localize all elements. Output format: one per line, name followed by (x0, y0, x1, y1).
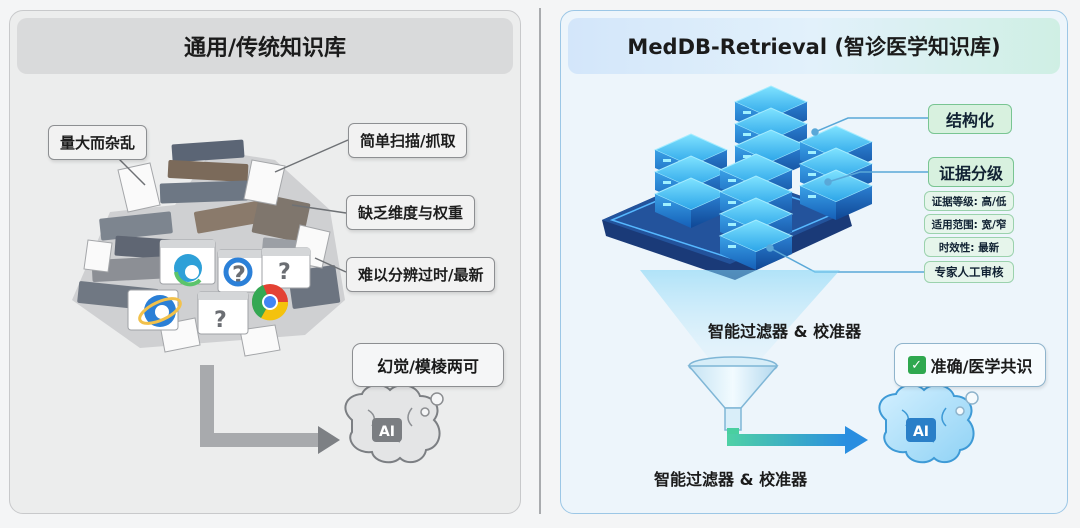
tag-messy-volume: 量大而杂乱 (48, 125, 148, 160)
tag-cannot-tell-outdated: 难以分辨过时/最新 (346, 257, 496, 292)
tag-structured: 结构化 (928, 104, 1012, 134)
hallucination-thought-bubble: 幻觉/模棱两可 (352, 343, 504, 387)
hallucination-text: 幻觉/模棱两可 (377, 357, 479, 376)
svg-text:?: ? (278, 260, 291, 285)
database-cube (718, 219, 794, 270)
light-beam (640, 270, 840, 360)
right-arrow (727, 426, 868, 454)
left-brain-ai-label: AI (379, 424, 395, 440)
bottom-filter-calibrator-label: 智能过滤器 & 校准器 (654, 470, 808, 489)
left-panel-title: 通用/传统知识库 (17, 18, 513, 74)
accurate-text: 准确/医学共识 (930, 357, 1033, 376)
right-panel-title: MedDB-Retrieval (智诊医学知识库) (568, 18, 1060, 74)
check-icon: ✓ (907, 356, 926, 374)
right-brain-ai-label: AI (913, 424, 929, 440)
tag-no-dimension-weight: 缺乏维度与权重 (346, 195, 476, 230)
panel-divider (539, 8, 541, 514)
svg-text:?: ? (214, 308, 227, 333)
accurate-thought-bubble: ✓ 准确/医学共识 (894, 343, 1046, 387)
database-cubes (653, 85, 874, 270)
filter-calibrator-label: 智能过滤器 & 校准器 (708, 322, 862, 341)
database-cube (798, 169, 874, 220)
left-brain-icon (344, 384, 441, 464)
tag-simple-scan: 简单扫描/抓取 (348, 123, 468, 158)
ie-browser-icon (138, 295, 182, 327)
search-browser-icon (223, 257, 253, 287)
right-brain-icon (878, 384, 975, 464)
funnel-icon (687, 356, 779, 431)
tag-expert-review: 专家人工审核 (924, 261, 1014, 283)
book-pile-icon: ? ? ? (72, 139, 345, 357)
tag-timeliness: 时效性: 最新 (924, 237, 1014, 257)
chrome-browser-icon (251, 284, 289, 321)
database-cube (653, 177, 729, 228)
tag-applicable-scope: 适用范围: 宽/窄 (924, 214, 1014, 234)
left-arrow (200, 365, 340, 454)
tag-evidence-level: 证据等级: 高/低 (924, 191, 1014, 211)
tag-evidence-grading: 证据分级 (928, 157, 1014, 187)
left-leader-lines (117, 139, 349, 273)
edge-browser-icon (174, 254, 202, 287)
